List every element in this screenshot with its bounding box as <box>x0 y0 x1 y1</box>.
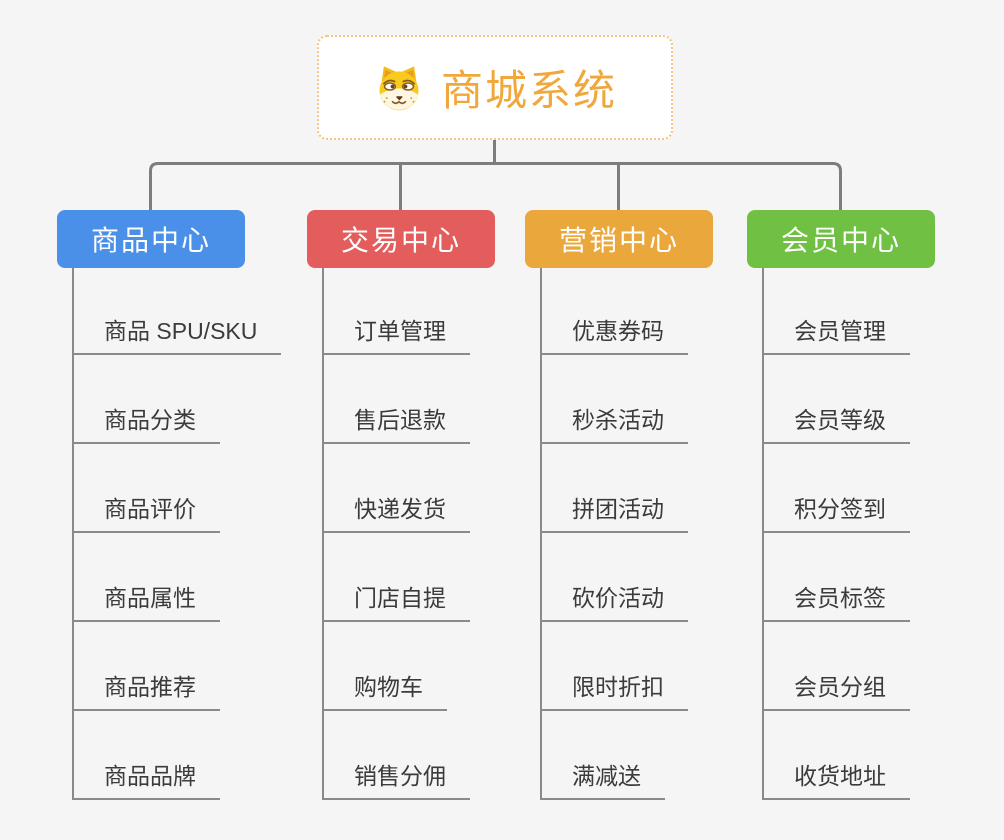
leaf-node[interactable]: 快递发货 <box>322 494 470 533</box>
leaf-node[interactable]: 会员标签 <box>762 583 910 622</box>
leaf-node[interactable]: 商品推荐 <box>72 672 220 711</box>
branch-trunk-line <box>762 268 764 800</box>
leaf-node[interactable]: 优惠券码 <box>540 316 688 355</box>
branch-trunk-line <box>72 268 74 800</box>
leaf-node[interactable]: 满减送 <box>540 761 665 800</box>
leaf-node[interactable]: 会员等级 <box>762 405 910 444</box>
branch-node-marketing-center[interactable]: 营销中心 <box>525 210 713 268</box>
branch-column-member-center: 会员中心会员管理会员等级积分签到会员标签会员分组收货地址 <box>747 210 935 810</box>
leaf-node[interactable]: 收货地址 <box>762 761 910 800</box>
shiba-dog-icon <box>379 65 419 110</box>
leaf-node[interactable]: 销售分佣 <box>322 761 470 800</box>
leaf-node[interactable]: 拼团活动 <box>540 494 688 533</box>
leaf-node[interactable]: 秒杀活动 <box>540 405 688 444</box>
leaf-node[interactable]: 购物车 <box>322 672 447 711</box>
leaf-node[interactable]: 会员管理 <box>762 316 910 355</box>
branch-trunk-line <box>322 268 324 800</box>
branch-column-trade-center: 交易中心订单管理售后退款快递发货门店自提购物车销售分佣 <box>307 210 495 810</box>
branch-node-member-center[interactable]: 会员中心 <box>747 210 935 268</box>
leaf-node[interactable]: 商品评价 <box>72 494 220 533</box>
root-node[interactable]: 商城系统 <box>317 35 673 140</box>
leaf-node[interactable]: 限时折扣 <box>540 672 688 711</box>
leaf-node[interactable]: 订单管理 <box>322 316 470 355</box>
leaf-node[interactable]: 商品品牌 <box>72 761 220 800</box>
leaf-node[interactable]: 积分签到 <box>762 494 910 533</box>
leaf-node[interactable]: 商品属性 <box>72 583 220 622</box>
leaf-node[interactable]: 售后退款 <box>322 405 470 444</box>
leaf-node[interactable]: 门店自提 <box>322 583 470 622</box>
branch-column-product-center: 商品中心商品 SPU/SKU 商品分类商品评价商品属性商品推荐商品品牌 <box>57 210 282 810</box>
leaf-node[interactable]: 商品分类 <box>72 405 220 444</box>
branch-bracket-line <box>149 162 842 210</box>
branch-trunk-line <box>540 268 542 800</box>
branch-node-trade-center[interactable]: 交易中心 <box>307 210 495 268</box>
leaf-node[interactable]: 会员分组 <box>762 672 910 711</box>
leaf-node[interactable]: 砍价活动 <box>540 583 688 622</box>
branch-column-marketing-center: 营销中心优惠券码秒杀活动拼团活动砍价活动限时折扣满减送 <box>525 210 713 810</box>
branch-node-product-center[interactable]: 商品中心 <box>57 210 245 268</box>
root-title: 商城系统 <box>440 67 617 114</box>
leaf-node[interactable]: 商品 SPU/SKU <box>72 316 282 355</box>
